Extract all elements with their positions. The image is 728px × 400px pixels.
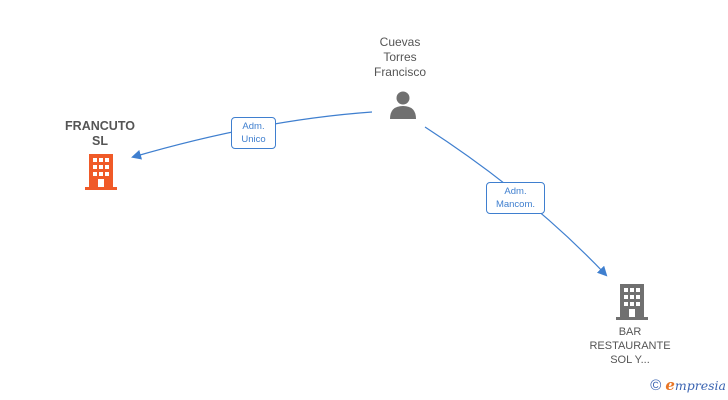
node-bar-label[interactable]: BAR RESTAURANTE SOL Y...	[589, 326, 671, 366]
edge-adm-unico-label[interactable]: Adm. Unico	[231, 117, 276, 149]
node-francuto-label[interactable]: FRANCUTO SL	[65, 119, 135, 148]
building-icon[interactable]	[616, 284, 648, 320]
edge-adm-mancom-label[interactable]: Adm. Mancom.	[486, 182, 545, 214]
person-icon[interactable]	[388, 90, 418, 120]
copyright-icon: ©	[650, 376, 662, 394]
building-icon[interactable]	[85, 154, 117, 190]
brand-footer: © empresia	[650, 376, 726, 394]
brand-logo: empresia	[665, 376, 726, 394]
brand-name: mpresia	[674, 378, 726, 393]
brand-initial: e	[665, 376, 675, 394]
node-person-label[interactable]: Cuevas Torres Francisco	[373, 35, 426, 79]
